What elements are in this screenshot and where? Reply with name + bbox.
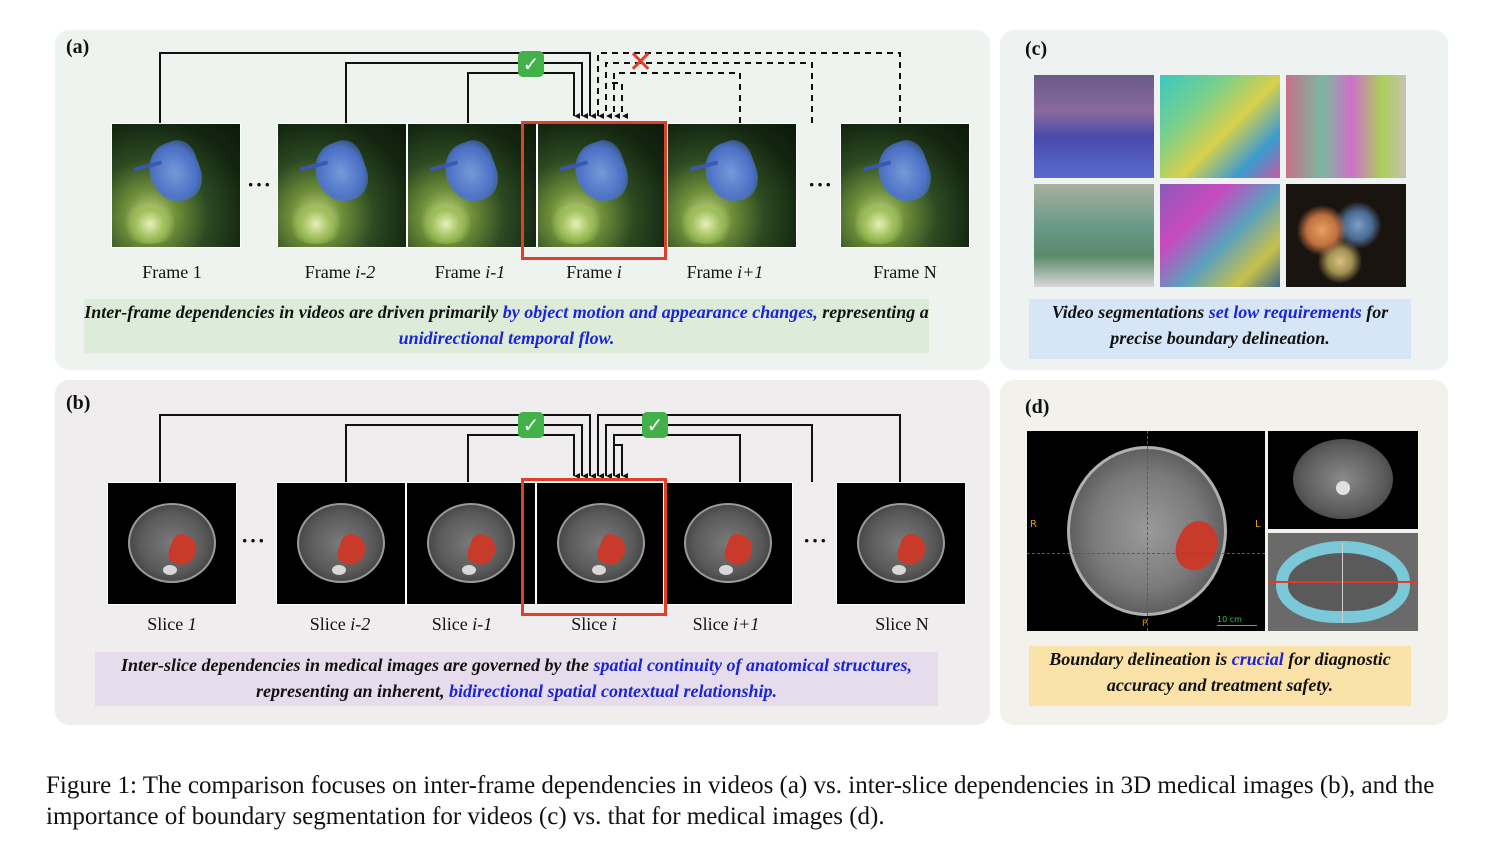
panel-c-caption: Video segmentations set low requirements… (1029, 299, 1411, 359)
segmentation-thumbnail-fruit (1286, 184, 1406, 287)
arrow-a-frame1 (159, 52, 590, 123)
orientation-left-label: R (1030, 519, 1037, 530)
arrow-a-frame-i+1 (613, 72, 741, 123)
panel-b-caption: Inter-slice dependencies in medical imag… (95, 652, 938, 706)
arrow-b-slice-n (597, 414, 901, 482)
scale-bar (1217, 625, 1257, 626)
panel-c-label: (c) (1025, 38, 1048, 60)
scale-bar-label: 10 cm (1217, 615, 1242, 624)
frame-label: Frame 1 (142, 262, 202, 282)
orientation-right-label: L (1255, 519, 1261, 530)
arrow-b-slice-i+1 (613, 434, 741, 482)
arrow-a-frame-i-1 (467, 72, 574, 123)
video-frame-n (840, 123, 970, 248)
arrow-b-slice-dots (605, 424, 813, 482)
skull-segmentation-image (1268, 533, 1418, 631)
midline (1342, 543, 1343, 623)
boundary-measure-line (1268, 581, 1418, 583)
figure-caption: Figure 1: The comparison focuses on inte… (46, 772, 1435, 830)
ellipsis: ··· (808, 172, 834, 197)
frame-label: Frame i+1 (686, 262, 764, 282)
video-frame-i-2 (277, 123, 407, 248)
ct-slice-i-2 (276, 482, 406, 605)
arrow-a-frame-i-2 (345, 62, 582, 123)
arrow-b-slice-i-1 (467, 434, 574, 482)
panel-b-label: (b) (66, 392, 91, 414)
segmentation-thumbnail-cyclist (1160, 184, 1280, 287)
slice-label: Slice 1 (147, 614, 197, 634)
frame-label: Frame N (873, 262, 937, 282)
frame-label: Frame i-1 (434, 262, 506, 282)
cross-mark-icon: ✕ (628, 45, 654, 80)
segmentation-thumbnail-people (1286, 75, 1406, 178)
ellipsis: ··· (803, 528, 829, 553)
selected-frame-highlight (521, 121, 667, 260)
check-mark-icon: ✓ (642, 412, 668, 438)
panel-a-caption: Inter-frame dependencies in videos are d… (84, 299, 929, 353)
arrow-a-frame-n (597, 52, 901, 123)
crosshair-horizontal (1027, 553, 1265, 555)
panel-d-label: (d) (1025, 396, 1050, 418)
slice-label: Slice i-1 (431, 614, 493, 634)
video-frame-i (537, 123, 667, 248)
slice-label: Slice i-2 (309, 614, 371, 634)
segmentation-thumbnail-street (1034, 75, 1154, 178)
video-frame-i-1 (407, 123, 537, 248)
frame-label: Frame i-2 (304, 262, 376, 282)
segmentation-thumbnail-kitchen (1160, 75, 1280, 178)
ct-slice-1 (107, 482, 237, 605)
check-mark-icon: ✓ (518, 412, 544, 438)
ct-scan-thumbnail (1268, 431, 1418, 529)
arrow-b-slice1 (159, 414, 590, 482)
slice-label: Slice N (875, 614, 929, 634)
check-mark-icon: ✓ (518, 51, 544, 77)
ct-slice-i-1 (406, 482, 536, 605)
panel-a-label: (a) (66, 36, 90, 58)
spine (1336, 481, 1350, 495)
selected-slice-highlight (521, 478, 667, 616)
frame-label: Frame i (566, 262, 622, 282)
slice-label: Slice i (571, 614, 617, 634)
video-frame-i+1 (667, 123, 797, 248)
ct-slice-n (836, 482, 966, 605)
ellipsis: ··· (241, 528, 267, 553)
ct-slice-i (536, 482, 666, 605)
slice-label: Slice i+1 (692, 614, 760, 634)
video-frame-1 (111, 123, 241, 248)
ct-slice-i+1 (663, 482, 793, 605)
ct-scan-main: R L P 10 cm (1027, 431, 1265, 631)
segmentation-thumbnail-crosswalk (1034, 184, 1154, 287)
panel-d-caption: Boundary delineation is crucial for diag… (1029, 646, 1411, 706)
orientation-bottom-label: P (1142, 619, 1148, 629)
ct-body-outline (1293, 439, 1393, 519)
arrow-b-slice-i-2 (345, 424, 582, 482)
ellipsis: ··· (247, 172, 273, 197)
crosshair-vertical (1147, 431, 1149, 631)
